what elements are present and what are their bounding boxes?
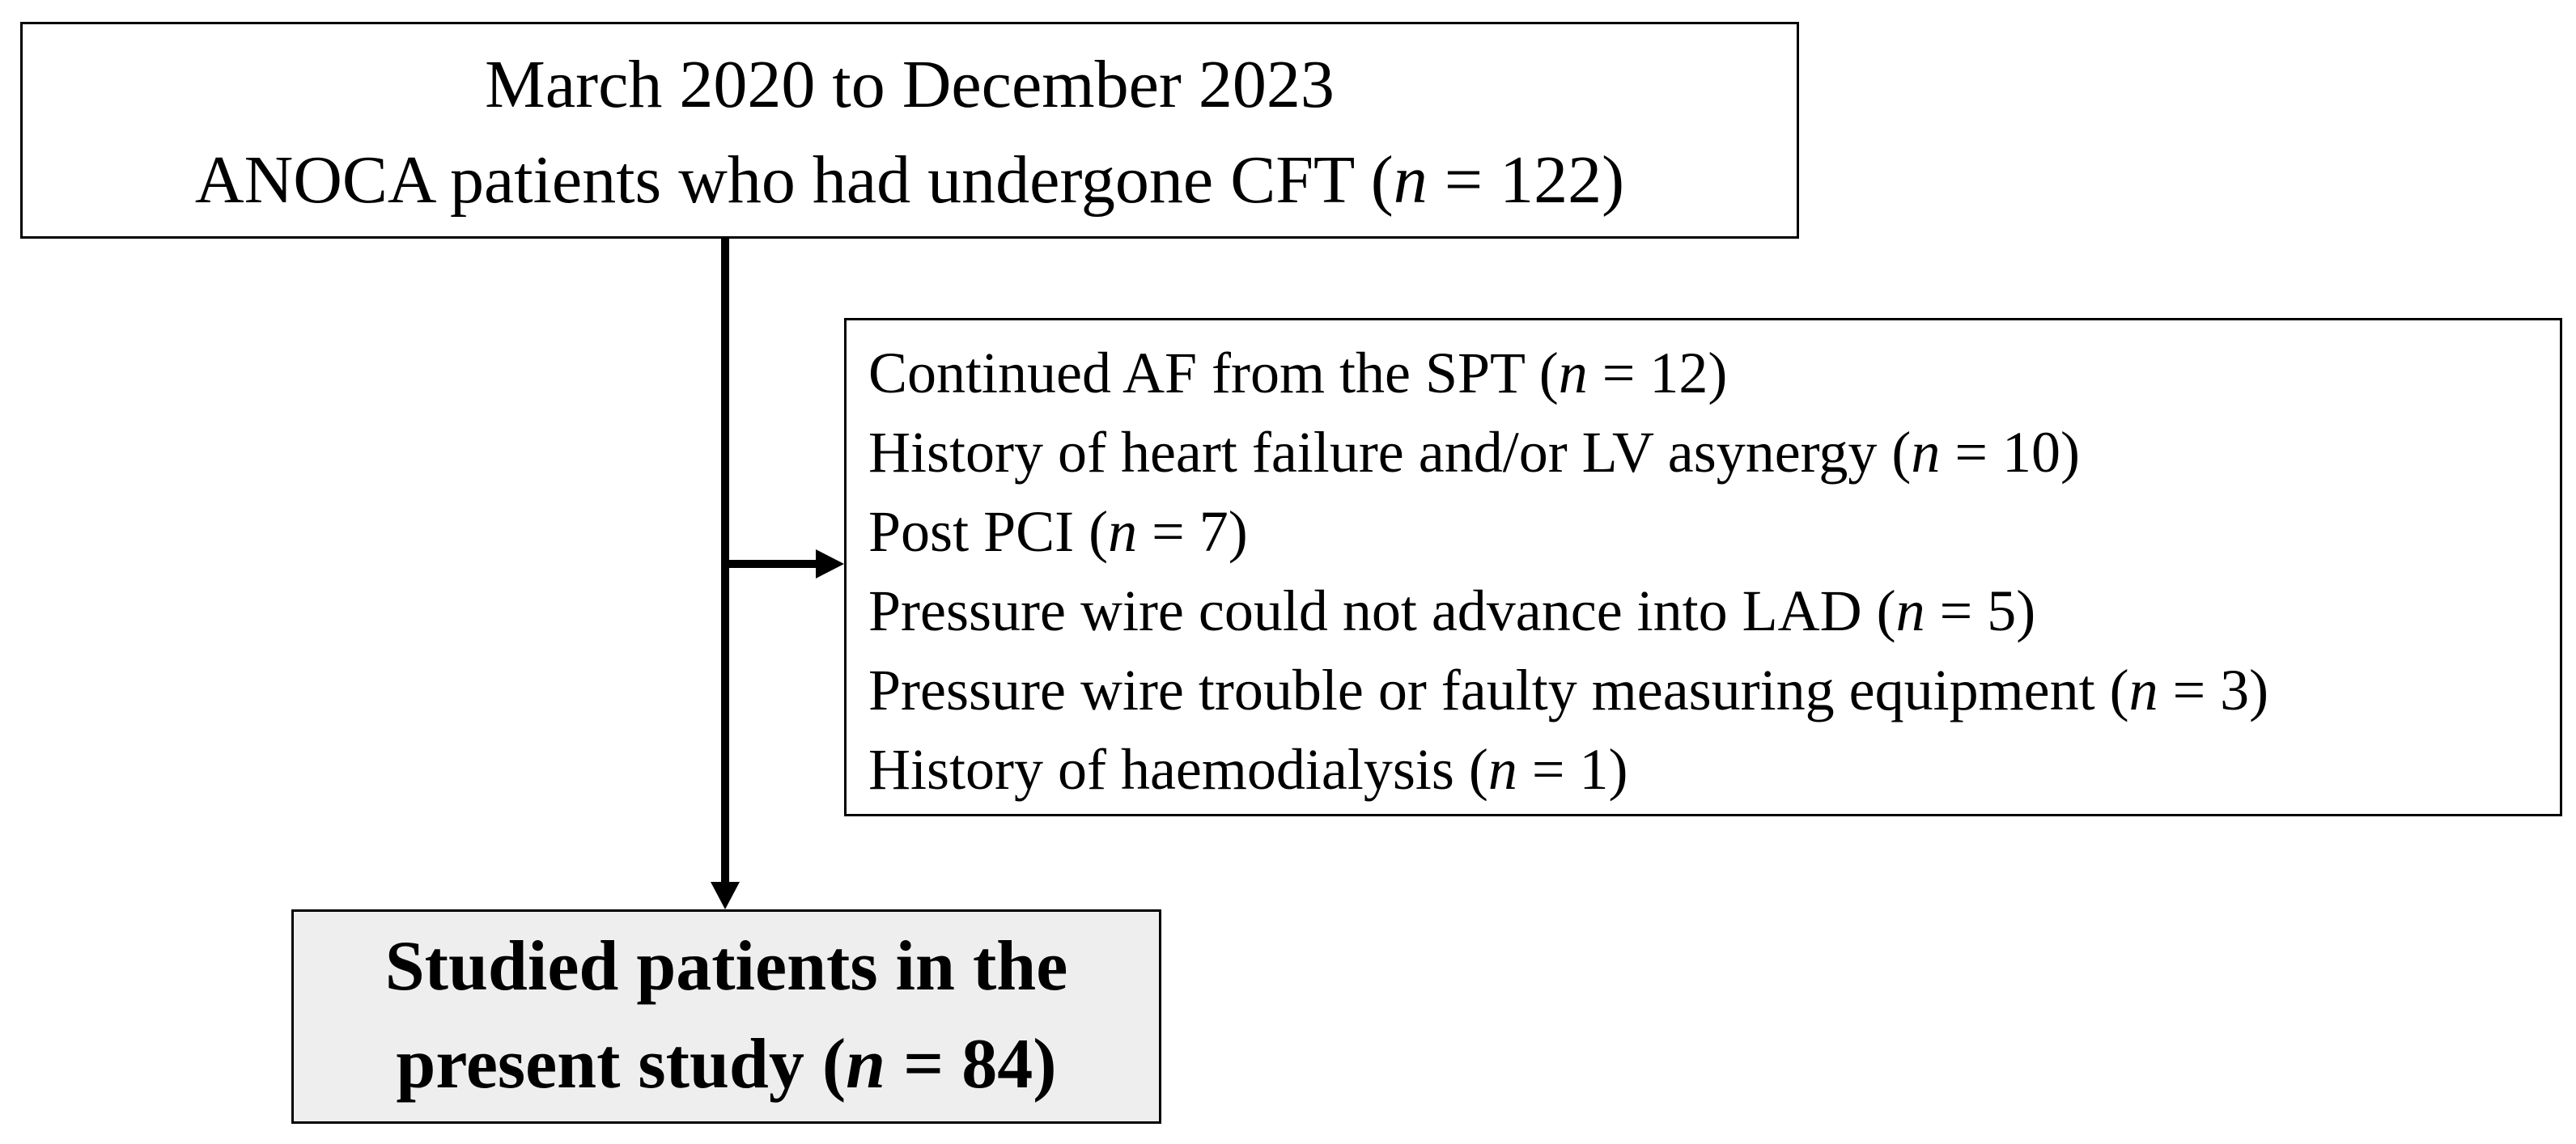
exclusion-item: History of haemodialysis (n = 1)	[868, 730, 2560, 809]
exclusion-item: Pressure wire could not advance into LAD…	[868, 571, 2560, 650]
exclusion-branch-arrowhead	[816, 549, 844, 578]
study-population-text: present study (n = 84)	[294, 1015, 1159, 1113]
exclusion-item-label: Pressure wire could not advance into LAD…	[868, 578, 1896, 643]
exclusion-item-label: History of haemodialysis (	[868, 737, 1488, 802]
exclusion-item-label: History of heart failure and/or LV asyne…	[868, 420, 1912, 485]
exclusion-item: Pressure wire trouble or faulty measurin…	[868, 650, 2560, 730]
n-symbol: n	[846, 1025, 886, 1104]
exclusion-item-count: = 1)	[1517, 737, 1628, 802]
exclusion-item: History of heart failure and/or LV asyne…	[868, 413, 2560, 492]
study-population-box: Studied patients in the present study (n…	[291, 909, 1161, 1124]
source-population-box: March 2020 to December 2023 ANOCA patien…	[20, 22, 1799, 239]
exclusion-item-count: = 5)	[1925, 578, 2036, 643]
population-count: = 122)	[1427, 142, 1625, 218]
n-symbol: n	[1487, 737, 1517, 802]
population-label: ANOCA patients who had undergone CFT (	[194, 142, 1394, 218]
n-symbol: n	[2128, 658, 2158, 722]
n-symbol: n	[1108, 499, 1138, 564]
n-symbol: n	[1911, 420, 1941, 485]
exclusion-item-count: = 10)	[1940, 420, 2080, 485]
period-text: March 2020 to December 2023	[485, 47, 1335, 122]
exclusion-criteria-box: Continued AF from the SPT (n = 12) Histo…	[844, 318, 2562, 816]
exclusion-item-label: Pressure wire trouble or faulty measurin…	[868, 658, 2129, 722]
exclusion-item-count: = 12)	[1587, 341, 1728, 405]
population-text: ANOCA patients who had undergone CFT (n …	[23, 133, 1797, 228]
n-symbol: n	[1558, 341, 1588, 405]
exclusion-item-label: Continued AF from the SPT (	[868, 341, 1559, 405]
exclusion-item: Post PCI (n = 7)	[868, 492, 2560, 571]
exclusion-item: Continued AF from the SPT (n = 12)	[868, 333, 2560, 413]
exclusion-item-count: = 3)	[2158, 658, 2269, 722]
study-population-count: = 84)	[885, 1025, 1057, 1104]
n-symbol: n	[1393, 142, 1428, 218]
exclusion-item-count: = 7)	[1137, 499, 1248, 564]
exclusion-item-label: Post PCI (	[868, 499, 1109, 564]
n-symbol: n	[1895, 578, 1925, 643]
study-population-label: present study (	[396, 1025, 847, 1104]
study-population-title: Studied patients in the	[384, 927, 1068, 1006]
main-flow-arrowhead	[711, 882, 740, 909]
